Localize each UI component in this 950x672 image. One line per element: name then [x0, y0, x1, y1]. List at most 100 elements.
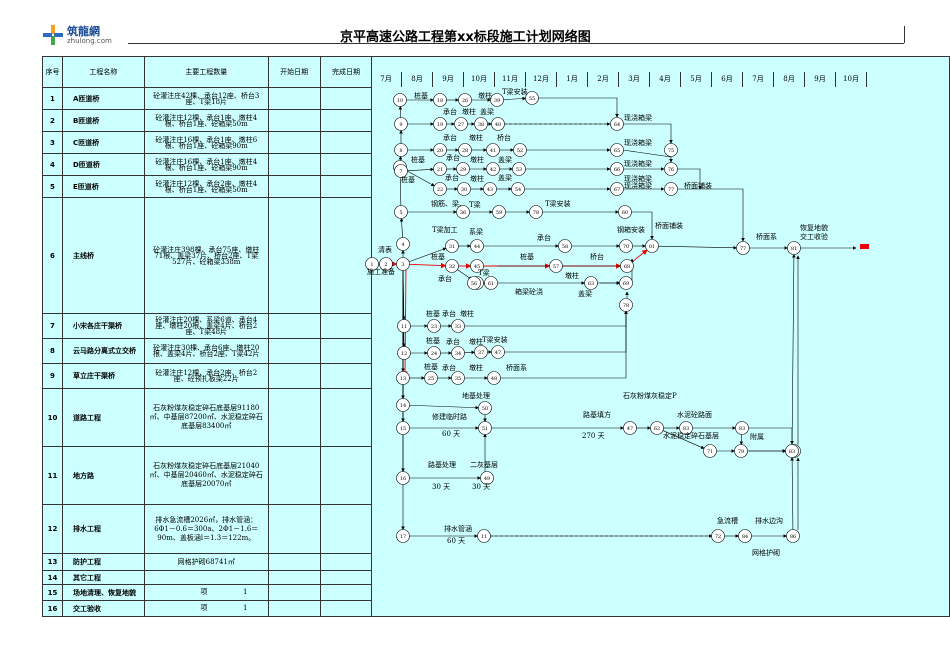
header-no: 序号 [42, 56, 63, 88]
header-bar: 筑龍網 zhulong.com 京平高速公路工程第xx标段施工计划网络图 [0, 0, 950, 50]
network-node: 83 [679, 421, 693, 435]
network-arrow [464, 310, 628, 327]
row-name: A匝道桥 [61, 87, 145, 110]
qty-unit: 项 [200, 604, 208, 612]
node-circle [451, 346, 465, 360]
activity-label: 盖梁 [498, 155, 512, 164]
row-end [319, 363, 373, 389]
network-node: 79 [734, 444, 748, 458]
node-circle [491, 117, 505, 131]
logo-text: 筑龍網 [67, 24, 100, 38]
activity-label: 桩基 [520, 252, 534, 261]
node-number: 47 [495, 350, 501, 356]
node-number: 42 [490, 167, 496, 173]
node-number: 66 [614, 167, 620, 173]
row-qty: 排水急流槽2026㎡，排水管涵：6Φ1－0.6＝300a、2Φ1－1.6＝90m… [143, 504, 269, 554]
node-number: 26 [462, 98, 468, 104]
node-number: 19 [437, 122, 443, 128]
node-number: 83 [739, 426, 745, 432]
activity-label: 现浇箱梁 [624, 113, 652, 122]
network-arrow [408, 247, 447, 263]
node-number: 51 [482, 426, 488, 432]
network-node: 56 [467, 276, 481, 290]
node-circle [396, 371, 410, 385]
network-node: 81 [787, 241, 801, 255]
node-circle [513, 143, 527, 157]
node-number: 10 [397, 98, 403, 104]
network-node: 45 [470, 259, 484, 273]
network-arrow [500, 310, 628, 379]
network-node: 2 [379, 257, 393, 271]
node-number: 5 [399, 210, 402, 216]
network-node: 51 [478, 421, 492, 435]
network-node: 75 [664, 143, 678, 157]
node-number: 84 [742, 534, 748, 540]
node-number: 31 [449, 244, 455, 250]
row-name: 云马路分离式立交桥 [61, 338, 145, 364]
activity-label: 桩基 [411, 155, 425, 164]
row-start [267, 446, 321, 505]
row-qty: 砼灌注庄12棵、承台1座、墩柱4根、桥台1座、砼箱梁50m [143, 109, 269, 132]
node-circle [650, 421, 664, 435]
row-end [319, 584, 373, 601]
node-circle [458, 143, 472, 157]
node-circle [457, 182, 471, 196]
activity-label: 60 天 [442, 430, 460, 438]
node-number: 44 [474, 244, 480, 250]
activity-label: 交工收验 [800, 232, 828, 241]
node-number: 34 [455, 351, 461, 357]
node-number: 15 [400, 426, 406, 432]
node-number: 35 [455, 376, 461, 382]
activity-label: 桩基 [401, 175, 415, 184]
network-arrow [677, 188, 745, 242]
row-start [267, 313, 321, 339]
activity-label: 承台 [446, 153, 460, 162]
network-node: 4 [396, 237, 410, 251]
node-circle [734, 444, 748, 458]
activity-label: T梁 [478, 268, 490, 277]
node-number: 62 [654, 426, 660, 432]
activity-label: 急流槽 [717, 516, 738, 525]
header-qty: 主要工程数量 [143, 56, 269, 88]
node-circle [433, 93, 447, 107]
node-circle [549, 259, 563, 273]
network-node: 58 [558, 239, 572, 253]
row-qty: 砼灌注庄30棵、承台6座、墩柱20根、盖梁4片、桥台2座、T梁42片 [143, 338, 269, 364]
network-node: 31 [445, 239, 459, 253]
node-number: 86 [790, 534, 796, 540]
node-circle [394, 205, 408, 219]
row-start [267, 338, 321, 364]
node-number: 79 [738, 449, 744, 455]
node-number: 1 [370, 262, 373, 268]
node-circle [478, 421, 492, 435]
network-arrow [662, 430, 705, 449]
activity-label: 桩基 [431, 252, 445, 261]
network-node: 61 [484, 276, 498, 290]
activity-label: T梁加工 [432, 225, 458, 234]
network-node: 42 [486, 162, 500, 176]
end-marker [860, 244, 869, 249]
activity-label: 清表 [378, 245, 392, 254]
month: 9月 [433, 72, 464, 87]
row-name: 主线桥 [61, 197, 145, 314]
node-circle [480, 471, 494, 485]
node-number: 38 [478, 122, 484, 128]
network-node: 54 [511, 182, 525, 196]
network-node: 49 [480, 471, 494, 485]
node-circle [396, 421, 410, 435]
node-number: 8 [399, 148, 402, 154]
activity-label: 盖梁 [578, 289, 592, 298]
network-node: 77 [736, 241, 750, 255]
node-number: 16 [400, 476, 406, 482]
node-number: 76 [668, 167, 674, 173]
activity-label: 墩柱 [460, 309, 474, 318]
activity-label: 修建临时路 [432, 412, 467, 421]
node-number: 47 [627, 426, 633, 432]
node-circle [620, 259, 634, 273]
network-node: 77 [664, 182, 678, 196]
network-arrow [538, 97, 619, 118]
title-divider [904, 26, 905, 43]
network-node: 17 [396, 529, 410, 543]
month: 8月 [774, 72, 805, 87]
